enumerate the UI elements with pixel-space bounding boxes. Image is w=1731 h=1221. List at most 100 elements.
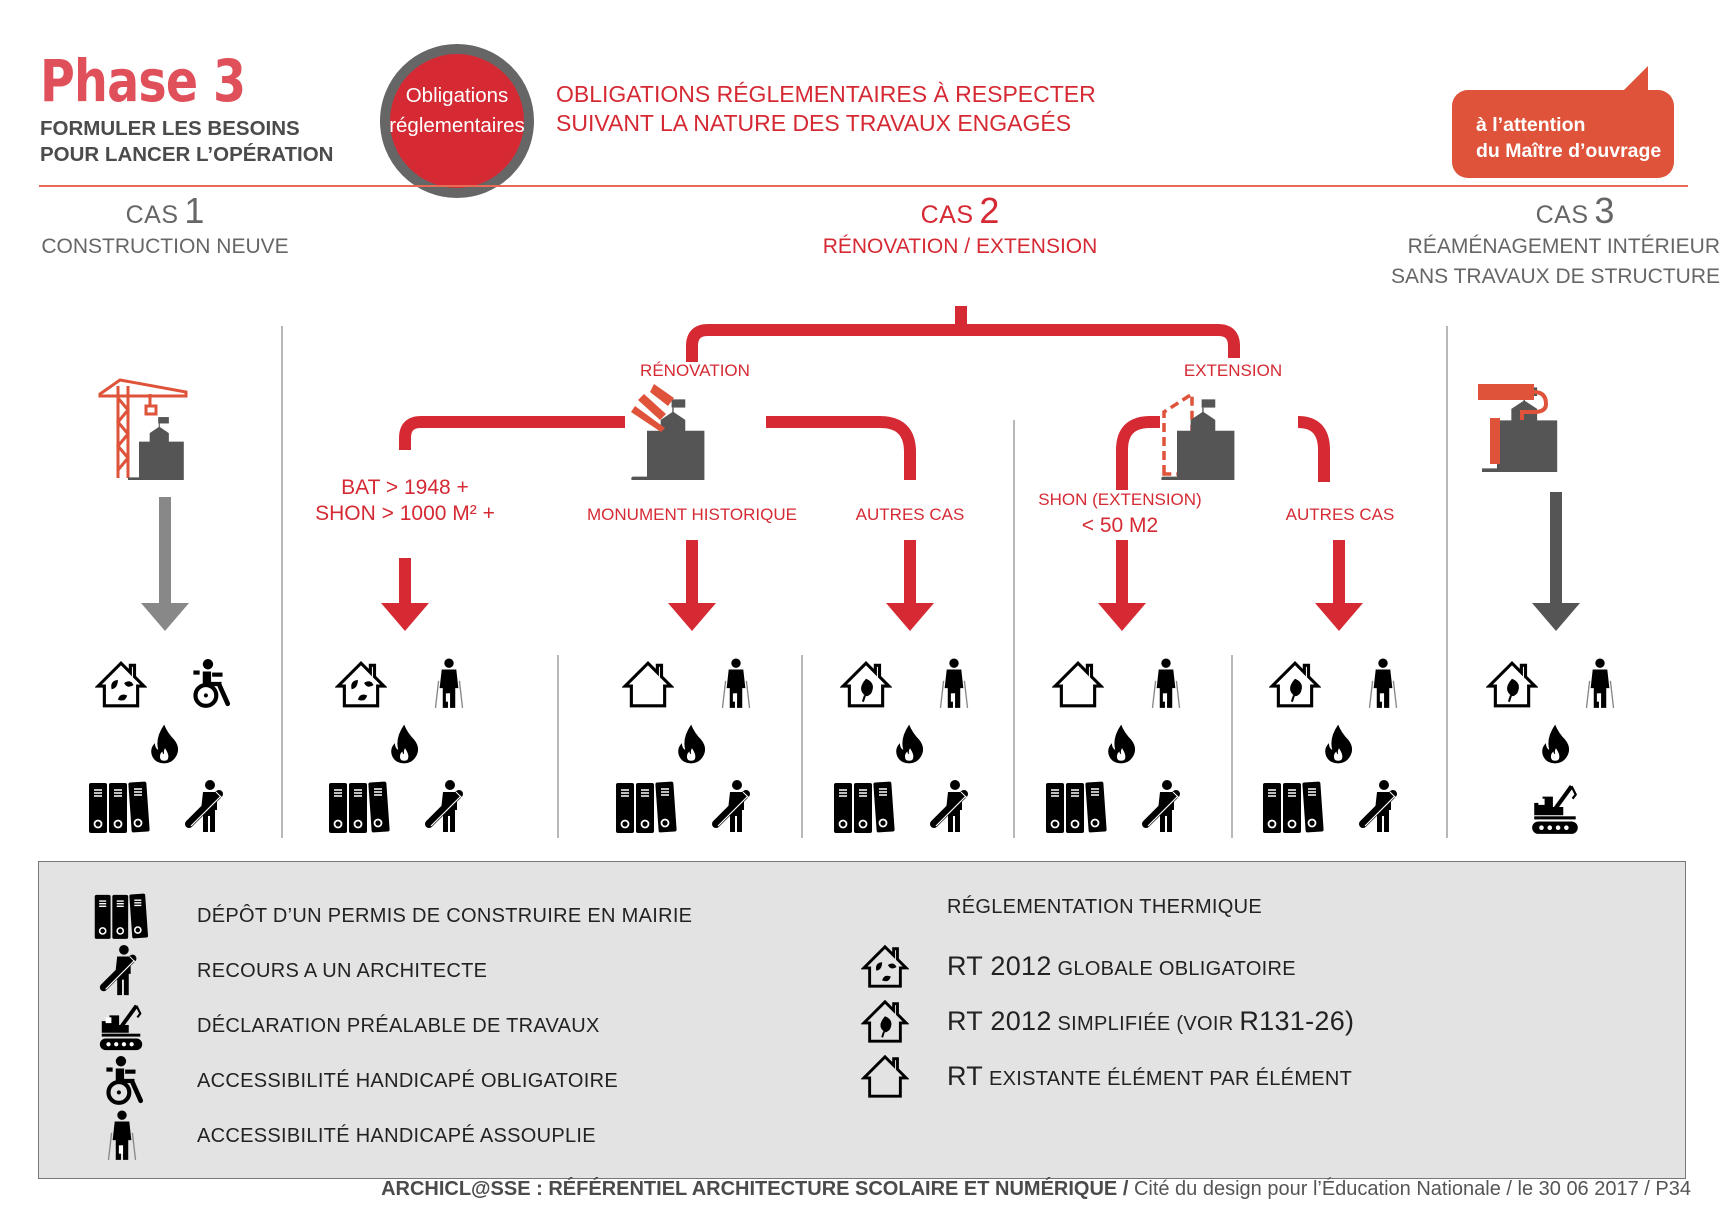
headline-line2: SUIVANT LA NATURE DES TRAVAUX ENGAGÉS <box>556 110 1072 136</box>
binders-icon <box>1044 780 1110 834</box>
architect-icon <box>928 780 978 834</box>
legend-thermal-item: RT EXISTANTE ÉLÉMENT PAR ÉLÉMENT <box>861 1052 1352 1100</box>
case-2-number: 2 <box>979 190 1000 231</box>
legend-thermal-label: SIMPLIFIÉE (VOIR <box>1051 1012 1240 1035</box>
sub-branch-autres-cas-extension: AUTRES CAS <box>1285 505 1395 524</box>
legend-item-label: DÉCLARATION PRÉALABLE DE TRAVAUX <box>197 1014 600 1037</box>
branch-extension-label: EXTENSION <box>1183 361 1283 380</box>
badge-line1: Obligations <box>405 84 509 107</box>
binders-icon <box>614 780 680 834</box>
legend-thermal-title: RÉGLEMENTATION THERMIQUE <box>947 896 1262 919</box>
crutches-icon <box>1140 658 1192 710</box>
legend-thermal-label: EXISTANTE ÉLÉMENT PAR ÉLÉMENT <box>983 1067 1353 1090</box>
house-leaves-icon <box>861 942 909 990</box>
obligations-badge: Obligations réglementaires <box>380 44 534 198</box>
case-2-word: CAS <box>920 201 974 229</box>
extension-building-icon <box>1163 390 1234 480</box>
arrow-col4 <box>886 540 934 631</box>
legend-thermal-item: RT 2012 GLOBALE OBLIGATOIRE <box>861 942 1296 990</box>
house-outline-icon <box>1052 658 1104 710</box>
binders-icon <box>327 780 393 834</box>
legend-item: RECOURS A UN ARCHITECTE <box>93 945 487 997</box>
arrow-case3 <box>1532 492 1580 631</box>
architect-icon <box>710 780 760 834</box>
house-leaves-icon <box>95 658 147 710</box>
renovation-left-branch <box>399 416 625 450</box>
crutches-icon <box>1357 658 1409 710</box>
arrow-col6 <box>1315 540 1363 631</box>
phase-subtitle: FORMULER LES BESOINS POUR LANCER L’OPÉRA… <box>40 116 333 168</box>
phase-subtitle-line2: POUR LANCER L’OPÉRATION <box>40 143 334 166</box>
house-outline-icon <box>622 658 674 710</box>
branch-renovation-label: RÉNOVATION <box>640 361 750 380</box>
house-leaf-icon <box>861 997 909 1045</box>
legend-item-label: DÉPÔT D’UN PERMIS DE CONSTRUIRE EN MAIRI… <box>197 904 693 927</box>
renovation-building-icon <box>631 384 704 480</box>
flow-diagram <box>98 306 1580 838</box>
fire-safety-icon <box>144 722 186 766</box>
footer-credit: ARCHICL@SSE : RÉFÉRENTIEL ARCHITECTURE S… <box>381 1178 1691 1201</box>
legend-item-label: RECOURS A UN ARCHITECTE <box>197 959 488 982</box>
fire-safety-icon <box>889 722 931 766</box>
sub-branch-autres-cas-renovation: AUTRES CAS <box>855 505 965 524</box>
legend-thermal-prefix: RT <box>947 1060 984 1091</box>
arrows <box>141 492 1580 631</box>
case-1-word: CAS <box>125 201 179 229</box>
arrow-case1 <box>141 497 189 631</box>
arrow-col3 <box>668 540 716 631</box>
case-3-word: CAS <box>1535 201 1589 229</box>
crutches-icon <box>1574 658 1626 710</box>
fire-safety-icon <box>1318 722 1360 766</box>
bubble-line1: à l’attention <box>1476 114 1586 136</box>
legend-thermal-suffix: R131-26) <box>1239 1005 1355 1036</box>
legend-item: DÉCLARATION PRÉALABLE DE TRAVAUX <box>93 1000 600 1052</box>
wheelchair-icon <box>93 1055 151 1107</box>
legend-thermal-title-text: RÉGLEMENTATION THERMIQUE <box>947 896 1263 918</box>
sub-branch-shon-line2: < 50 M2 <box>1081 514 1159 537</box>
sub-branch-bat-1948-line2: SHON > 1000 M² + <box>315 502 495 525</box>
legend-item-label: ACCESSIBILITÉ HANDICAPÉ OBLIGATOIRE <box>197 1069 618 1092</box>
house-outline-icon <box>861 1052 909 1100</box>
arrow-col2 <box>381 558 429 631</box>
legend-thermal-item: RT 2012 SIMPLIFIÉE (VOIR R131-26) <box>861 997 1354 1045</box>
case-2-title: CAS 2 RÉNOVATION / EXTENSION <box>800 193 1120 262</box>
sub-branch-shon-line1: SHON (EXTENSION) <box>1038 490 1202 509</box>
case-2-description: RÉNOVATION / EXTENSION <box>822 235 1098 258</box>
legend-item: DÉPÔT D’UN PERMIS DE CONSTRUIRE EN MAIRI… <box>93 890 692 942</box>
attention-speech-bubble: à l’attention du Maître d’ouvrage <box>1452 90 1674 178</box>
architect-icon <box>423 780 473 834</box>
bubble-line2: du Maître d’ouvrage <box>1476 140 1662 162</box>
crane-building-icon <box>98 378 188 480</box>
renovation-right-branch <box>766 416 916 480</box>
house-leaves-icon <box>335 658 387 710</box>
binders-icon <box>1261 780 1327 834</box>
headline: OBLIGATIONS RÉGLEMENTAIRES À RESPECTER S… <box>556 80 1096 138</box>
fire-safety-icon <box>1101 722 1143 766</box>
excavator-icon <box>93 1000 151 1052</box>
crutches-icon <box>710 658 762 710</box>
case-3-description-line1: RÉAMÉNAGEMENT INTÉRIEUR <box>1407 235 1720 258</box>
legend-thermal-label: GLOBALE OBLIGATOIRE <box>1051 957 1296 980</box>
fire-safety-icon <box>384 722 426 766</box>
sub-branch-bat-1948: BAT > 1948 + SHON > 1000 M² + <box>300 475 510 527</box>
case-3-number: 3 <box>1594 190 1615 231</box>
wheelchair-icon <box>183 658 235 710</box>
binders-icon <box>93 890 151 942</box>
architect-icon <box>183 780 233 834</box>
fire-safety-icon <box>1535 722 1577 766</box>
legend-item: ACCESSIBILITÉ HANDICAPÉ ASSOUPLIE <box>93 1110 596 1162</box>
case-3-title: CAS 3 RÉAMÉNAGEMENT INTÉRIEUR SANS TRAVA… <box>1390 193 1720 292</box>
legend-thermal-prefix: RT 2012 <box>947 1005 1052 1036</box>
excavator-icon <box>1530 780 1582 836</box>
legend-item-label: ACCESSIBILITÉ HANDICAPÉ ASSOUPLIE <box>197 1124 596 1147</box>
arrow-col5 <box>1098 540 1146 631</box>
crutches-icon <box>928 658 980 710</box>
speech-bubble-tail <box>1620 66 1648 94</box>
headline-line1: OBLIGATIONS RÉGLEMENTAIRES À RESPECTER <box>556 81 1096 107</box>
phase-subtitle-line1: FORMULER LES BESOINS <box>40 117 300 140</box>
sub-branch-monument-historique: MONUMENT HISTORIQUE <box>587 505 797 524</box>
house-leaf-icon <box>1269 658 1321 710</box>
header-divider <box>39 185 1688 187</box>
binders-icon <box>832 780 898 834</box>
case-1-description: CONSTRUCTION NEUVE <box>41 235 289 258</box>
